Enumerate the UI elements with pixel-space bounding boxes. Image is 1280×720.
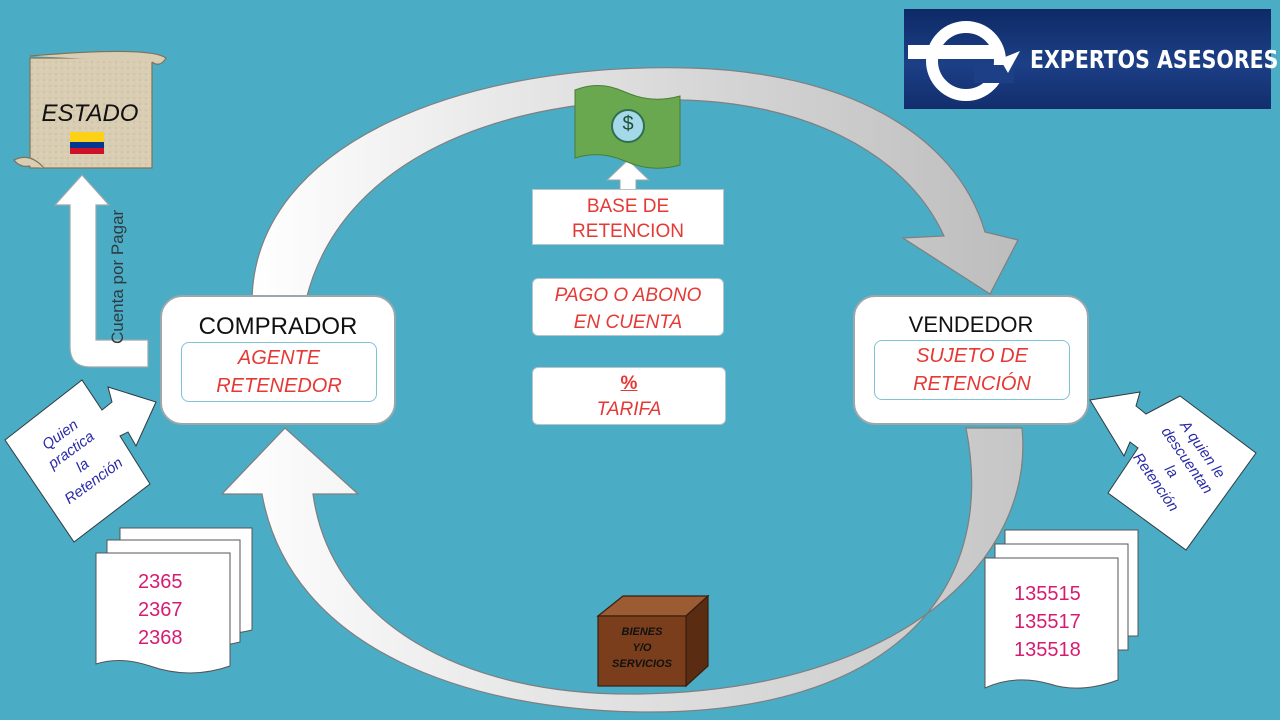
vendedor-role-line-1: SUJETO DE: [916, 345, 1028, 367]
goods-box-icon: [596, 594, 710, 688]
goods-line-2: Y/O: [632, 642, 652, 654]
logo-text: EXPERTOS ASESORES: [1030, 45, 1279, 74]
money-icon: [574, 85, 681, 169]
base-de-retencion-box: BASE DE RETENCION: [532, 189, 724, 245]
tarifa-label: TARIFA: [596, 399, 662, 420]
estado-label: ESTADO: [41, 100, 139, 127]
pago-o-abono-box: PAGO O ABONO EN CUENTA: [532, 278, 724, 336]
account-right-3: 135518: [1014, 639, 1081, 661]
vendedor-role-box: SUJETO DE RETENCIÓN: [874, 340, 1070, 400]
vendedor-title: VENDEDOR: [908, 312, 1034, 337]
cuenta-por-pagar-arrow: [53, 174, 149, 368]
goods-line-1: BIENES: [621, 626, 663, 638]
accounts-right: 135515 135517 135518: [1014, 580, 1081, 664]
money-symbol: $: [622, 113, 634, 135]
pago-line-2: EN CUENTA: [573, 312, 683, 333]
pago-line-1: PAGO O ABONO: [554, 285, 702, 306]
base-line-2: RETENCION: [572, 221, 684, 242]
expertos-asesores-logo: EXPERTOS ASESORES: [904, 9, 1278, 109]
goods-line-3: SERVICIOS: [612, 658, 672, 670]
vendedor-role-line-2: RETENCIÓN: [913, 373, 1031, 395]
comprador-title: COMPRADOR: [198, 313, 358, 340]
documents-right: [984, 529, 1139, 689]
top-cycle-arrow: [251, 67, 1019, 301]
comprador-role-line-1: AGENTE: [237, 347, 321, 369]
cuenta-por-pagar-label: Cuenta por Pagar: [108, 209, 127, 344]
account-right-1: 135515: [1014, 583, 1081, 605]
base-up-arrow: [605, 159, 651, 191]
tarifa-percent: %: [620, 373, 638, 394]
logo-e-swoosh-icon: [908, 21, 1020, 101]
colombia-flag-icon: [70, 132, 104, 154]
base-line-1: BASE DE: [586, 196, 670, 217]
comprador-node: COMPRADOR AGENTE RETENEDOR: [160, 295, 396, 425]
bottom-cycle-arrow: [220, 427, 1024, 713]
account-left-3: 2368: [138, 627, 183, 649]
goods-box-label: BIENES Y/O SERVICIOS: [598, 624, 686, 672]
accounts-left: 2365 2367 2368: [138, 568, 183, 652]
tarifa-box: % TARIFA: [532, 367, 726, 425]
callout-right-arrow: [1089, 391, 1257, 551]
documents-left: [95, 527, 253, 674]
account-left-1: 2365: [138, 571, 183, 593]
callout-left-arrow: [4, 379, 157, 543]
vendedor-node: VENDEDOR SUJETO DE RETENCIÓN: [853, 295, 1089, 425]
account-left-2: 2367: [138, 599, 183, 621]
account-right-2: 135517: [1014, 611, 1081, 633]
comprador-role-box: AGENTE RETENEDOR: [181, 342, 377, 402]
comprador-role-line-2: RETENEDOR: [216, 375, 342, 397]
